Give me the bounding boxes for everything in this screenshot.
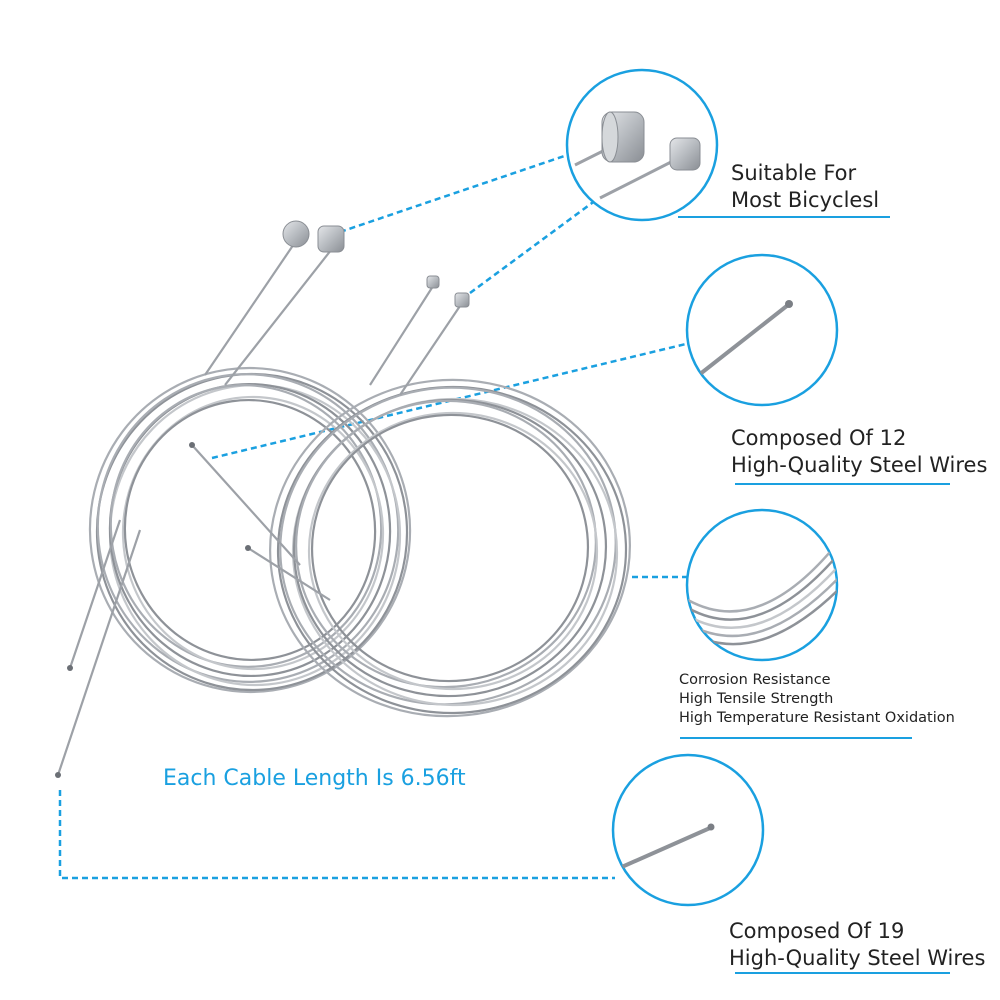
callout-steel-19-line-1: Composed Of 19 bbox=[729, 919, 905, 943]
cable-ends bbox=[56, 237, 463, 776]
leader-cap-1 bbox=[339, 148, 583, 234]
cable-tip-icon bbox=[55, 442, 251, 778]
cable-coil-left bbox=[88, 366, 412, 694]
callout-steel-19-underline bbox=[735, 972, 950, 974]
callout-fit-line-2: Most Bicyclesl bbox=[731, 188, 880, 212]
callout-properties-line-3: High Temperature Resistant Oxidation bbox=[679, 710, 955, 726]
callout-properties-line-1: Corrosion Resistance bbox=[679, 672, 831, 688]
callout-fit: Suitable For Most Bicyclesl bbox=[731, 160, 879, 214]
callout-steel-19-line-2: High-Quality Steel Wires bbox=[729, 946, 986, 970]
callout-steel-19: Composed Of 19 High-Quality Steel Wires bbox=[729, 918, 985, 972]
callout-properties-line-2: High Tensile Strength bbox=[679, 691, 834, 707]
leader-length bbox=[58, 790, 615, 880]
cable-end-cap-icon bbox=[282, 220, 470, 308]
leader-cap-2 bbox=[469, 184, 616, 295]
detail-circle-coil bbox=[685, 508, 839, 662]
callout-steel-12: Composed Of 12 High-Quality Steel Wires bbox=[731, 425, 987, 479]
cable-length-label: Each Cable Length Is 6.56ft bbox=[163, 766, 466, 791]
callout-steel-12-line-1: Composed Of 12 bbox=[731, 426, 907, 450]
callout-steel-12-underline bbox=[735, 483, 950, 485]
detail-circle-12-wires bbox=[685, 253, 839, 407]
cable-strand-icon bbox=[611, 753, 765, 907]
callout-fit-line-1: Suitable For bbox=[731, 161, 857, 185]
detail-circle-end-caps bbox=[565, 68, 719, 222]
callout-properties: Corrosion Resistance High Tensile Streng… bbox=[679, 671, 955, 728]
callout-fit-underline bbox=[678, 216, 890, 218]
callout-properties-underline bbox=[680, 737, 912, 739]
cable-coil-right bbox=[269, 378, 631, 718]
callout-steel-12-line-2: High-Quality Steel Wires bbox=[731, 453, 988, 477]
